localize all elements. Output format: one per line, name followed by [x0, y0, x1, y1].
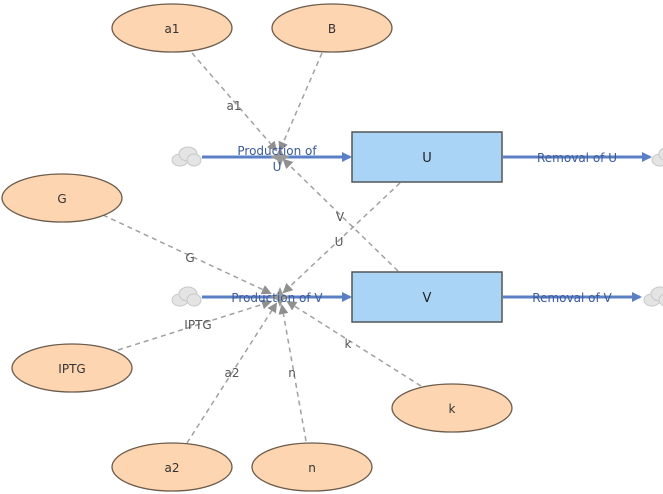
parameter-n[interactable]: n — [251, 442, 373, 492]
production-v-label: Production of V — [231, 291, 323, 305]
cloud-source-u-icon — [171, 146, 202, 167]
link-label-a2: a2 — [225, 366, 240, 380]
production-u-label-line2: U — [273, 160, 282, 174]
parameter-n-label: n — [308, 461, 316, 475]
removal-v-label: Removal of V — [532, 291, 612, 305]
parameter-g[interactable]: G — [1, 173, 123, 223]
link-label-k: k — [345, 337, 352, 351]
link-label-n: n — [288, 366, 296, 380]
cloud-sink-v-icon — [643, 286, 663, 307]
link-a1-to-production-u[interactable] — [191, 52, 278, 152]
parameter-k[interactable]: k — [391, 383, 513, 433]
influence-links — [102, 52, 422, 444]
flow-labels: Production of U Removal of U Production … — [231, 144, 617, 305]
parameter-a2[interactable]: a2 — [111, 442, 233, 492]
link-label-u: U — [335, 235, 344, 249]
link-label-iptg: IPTG — [184, 318, 211, 332]
parameter-b[interactable]: B — [271, 3, 393, 53]
parameter-a1-label: a1 — [165, 22, 180, 36]
parameter-b-label: B — [328, 22, 336, 36]
parameter-k-label: k — [449, 402, 456, 416]
link-labels: a1 V U G IPTG a2 n k — [184, 99, 351, 380]
link-g-to-production-v[interactable] — [102, 214, 272, 295]
link-a2-to-production-v[interactable] — [186, 302, 278, 444]
link-label-a1: a1 — [227, 99, 242, 113]
stock-u[interactable]: U — [351, 131, 503, 183]
link-label-v: V — [336, 210, 345, 224]
valve-production-u-icon[interactable] — [270, 147, 290, 167]
link-label-g: G — [185, 251, 194, 265]
parameter-g-label: G — [57, 192, 66, 206]
valve-production-v-icon[interactable] — [270, 287, 290, 307]
link-n-to-production-v[interactable] — [278, 304, 307, 442]
parameter-a2-label: a2 — [165, 461, 180, 475]
link-b-to-production-u[interactable] — [278, 52, 323, 152]
stock-v-label: V — [423, 291, 432, 306]
parameter-a1[interactable]: a1 — [111, 3, 233, 53]
parameter-iptg[interactable]: IPTG — [11, 343, 133, 393]
production-u-label-line1: Production of — [237, 144, 317, 158]
parameter-iptg-label: IPTG — [58, 362, 85, 376]
cloud-source-v-icon — [171, 286, 202, 307]
stock-u-label: U — [422, 151, 432, 166]
cloud-sink-u-icon — [651, 147, 663, 167]
removal-u-label: Removal of U — [537, 151, 617, 165]
stock-v[interactable]: V — [351, 271, 503, 323]
